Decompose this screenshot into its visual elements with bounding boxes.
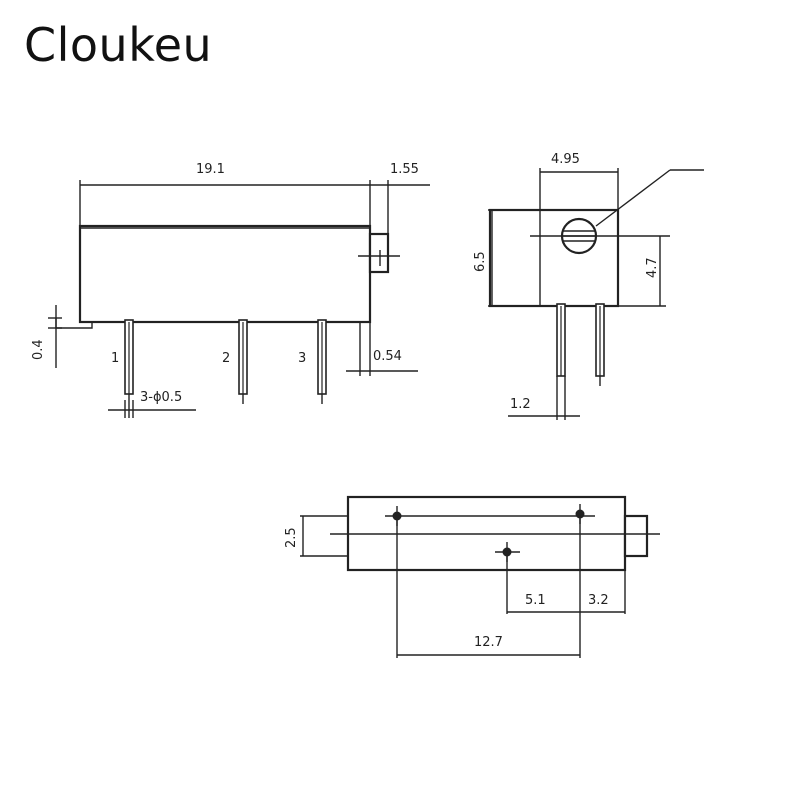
- end-view-pin-left: [556, 303, 566, 377]
- knob-leader-line: [595, 169, 671, 227]
- dimension-base-thickness-label: 0.4: [31, 339, 46, 360]
- end-view: 4.95 6.5 4.7 1.2: [473, 152, 704, 420]
- dimension-row-spacing-label: 2.5: [284, 527, 299, 548]
- pin-label-2: 2: [222, 351, 230, 366]
- dimension-height-label: 6.5: [473, 251, 488, 272]
- side-view-pin-1: [124, 319, 134, 418]
- pin-diameter-callout: 3-ϕ0.5: [140, 390, 182, 405]
- dimension-width-label: 4.95: [551, 152, 580, 167]
- dimension-knob-length-label: 1.55: [390, 162, 419, 177]
- end-view-pin-right: [595, 303, 605, 386]
- side-view-pin-2: [238, 319, 248, 404]
- pin-label-1: 1: [111, 351, 119, 366]
- dimension-pin-spacing-label: 1.2: [510, 397, 531, 412]
- side-view: 1 2 3 19.1 1.55 0.4 0.54 3-ϕ0.5: [31, 162, 430, 418]
- dimension-pitch-a-label: 5.1: [525, 593, 546, 608]
- dimension-outer-pitch-label: 12.7: [474, 635, 503, 650]
- dimension-pin-offset-label: 0.54: [373, 349, 402, 364]
- bottom-view-knob: [623, 514, 649, 558]
- side-view-body: [78, 224, 372, 324]
- dimension-pitch-b-label: 3.2: [588, 593, 609, 608]
- pin-label-3: 3: [298, 351, 306, 366]
- brand-logo-text: Cloukeu: [24, 18, 213, 72]
- dimension-knob-height-label: 4.7: [645, 257, 660, 278]
- bottom-view: 5.1 3.2 12.7 2.5: [284, 495, 660, 658]
- dimension-length-label: 19.1: [196, 162, 225, 177]
- side-view-pin-3: [317, 319, 327, 404]
- side-view-adjust-knob: [368, 232, 390, 274]
